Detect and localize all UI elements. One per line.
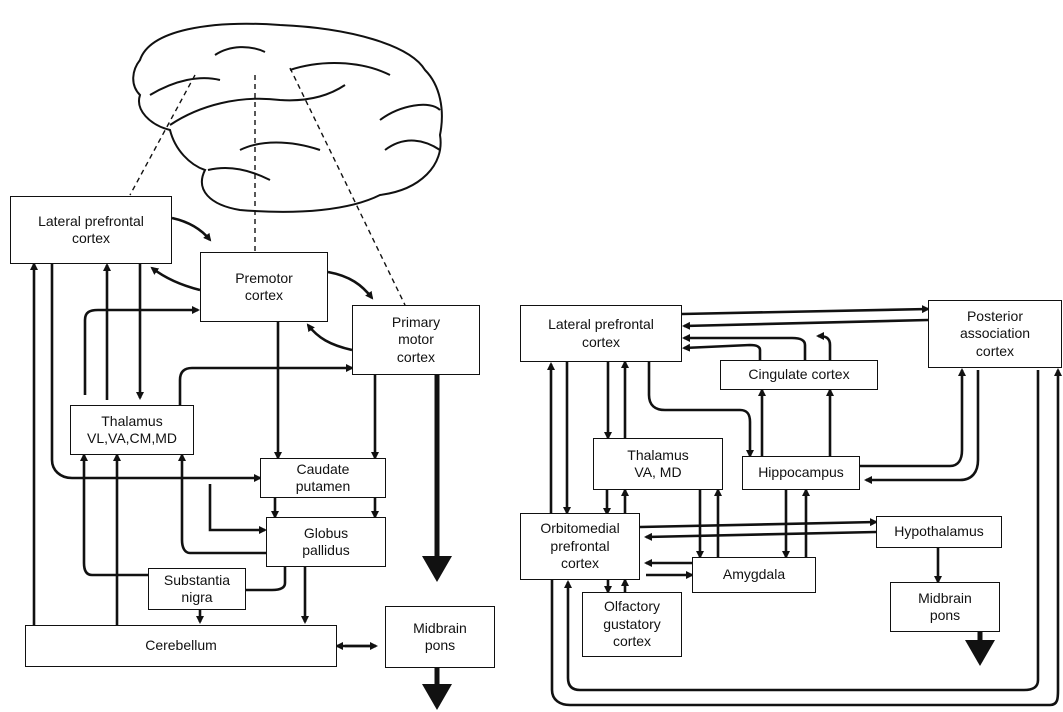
left-thalamus-box: Thalamus VL,VA,CM,MD xyxy=(70,405,194,455)
hypothalamus-box: Hypothalamus xyxy=(876,516,1002,548)
substantia-nigra-box: Substantia nigra xyxy=(148,568,246,610)
brain-projection-lines xyxy=(129,67,406,306)
cerebellum-box: Cerebellum xyxy=(25,625,337,667)
left-midbrain-pons-box: Midbrain pons xyxy=(385,606,495,668)
monkey-brain-icon xyxy=(132,22,443,213)
caudate-putamen-box: Caudate putamen xyxy=(260,458,386,498)
premotor-cortex-box: Premotor cortex xyxy=(200,252,328,322)
left-lateral-prefrontal-box: Lateral prefrontal cortex xyxy=(10,196,172,264)
globus-pallidus-box: Globus pallidus xyxy=(266,517,386,567)
right-connections xyxy=(547,305,1062,707)
olfactory-gustatory-cortex-box: Olfactory gustatory cortex xyxy=(582,592,682,657)
cingulate-cortex-box: Cingulate cortex xyxy=(720,360,878,390)
posterior-association-cortex-box: Posterior association cortex xyxy=(928,300,1062,368)
primary-motor-cortex-box: Primary motor cortex xyxy=(352,305,480,375)
right-midbrain-pons-box: Midbrain pons xyxy=(890,582,1000,632)
right-lateral-prefrontal-box: Lateral prefrontal cortex xyxy=(520,305,682,362)
right-thalamus-box: Thalamus VA, MD xyxy=(593,438,723,490)
left-connections xyxy=(30,216,379,650)
orbitomedial-prefrontal-cortex-box: Orbitomedial prefrontal cortex xyxy=(520,513,640,580)
hippocampus-box: Hippocampus xyxy=(742,456,860,490)
amygdala-box: Amygdala xyxy=(692,557,816,593)
